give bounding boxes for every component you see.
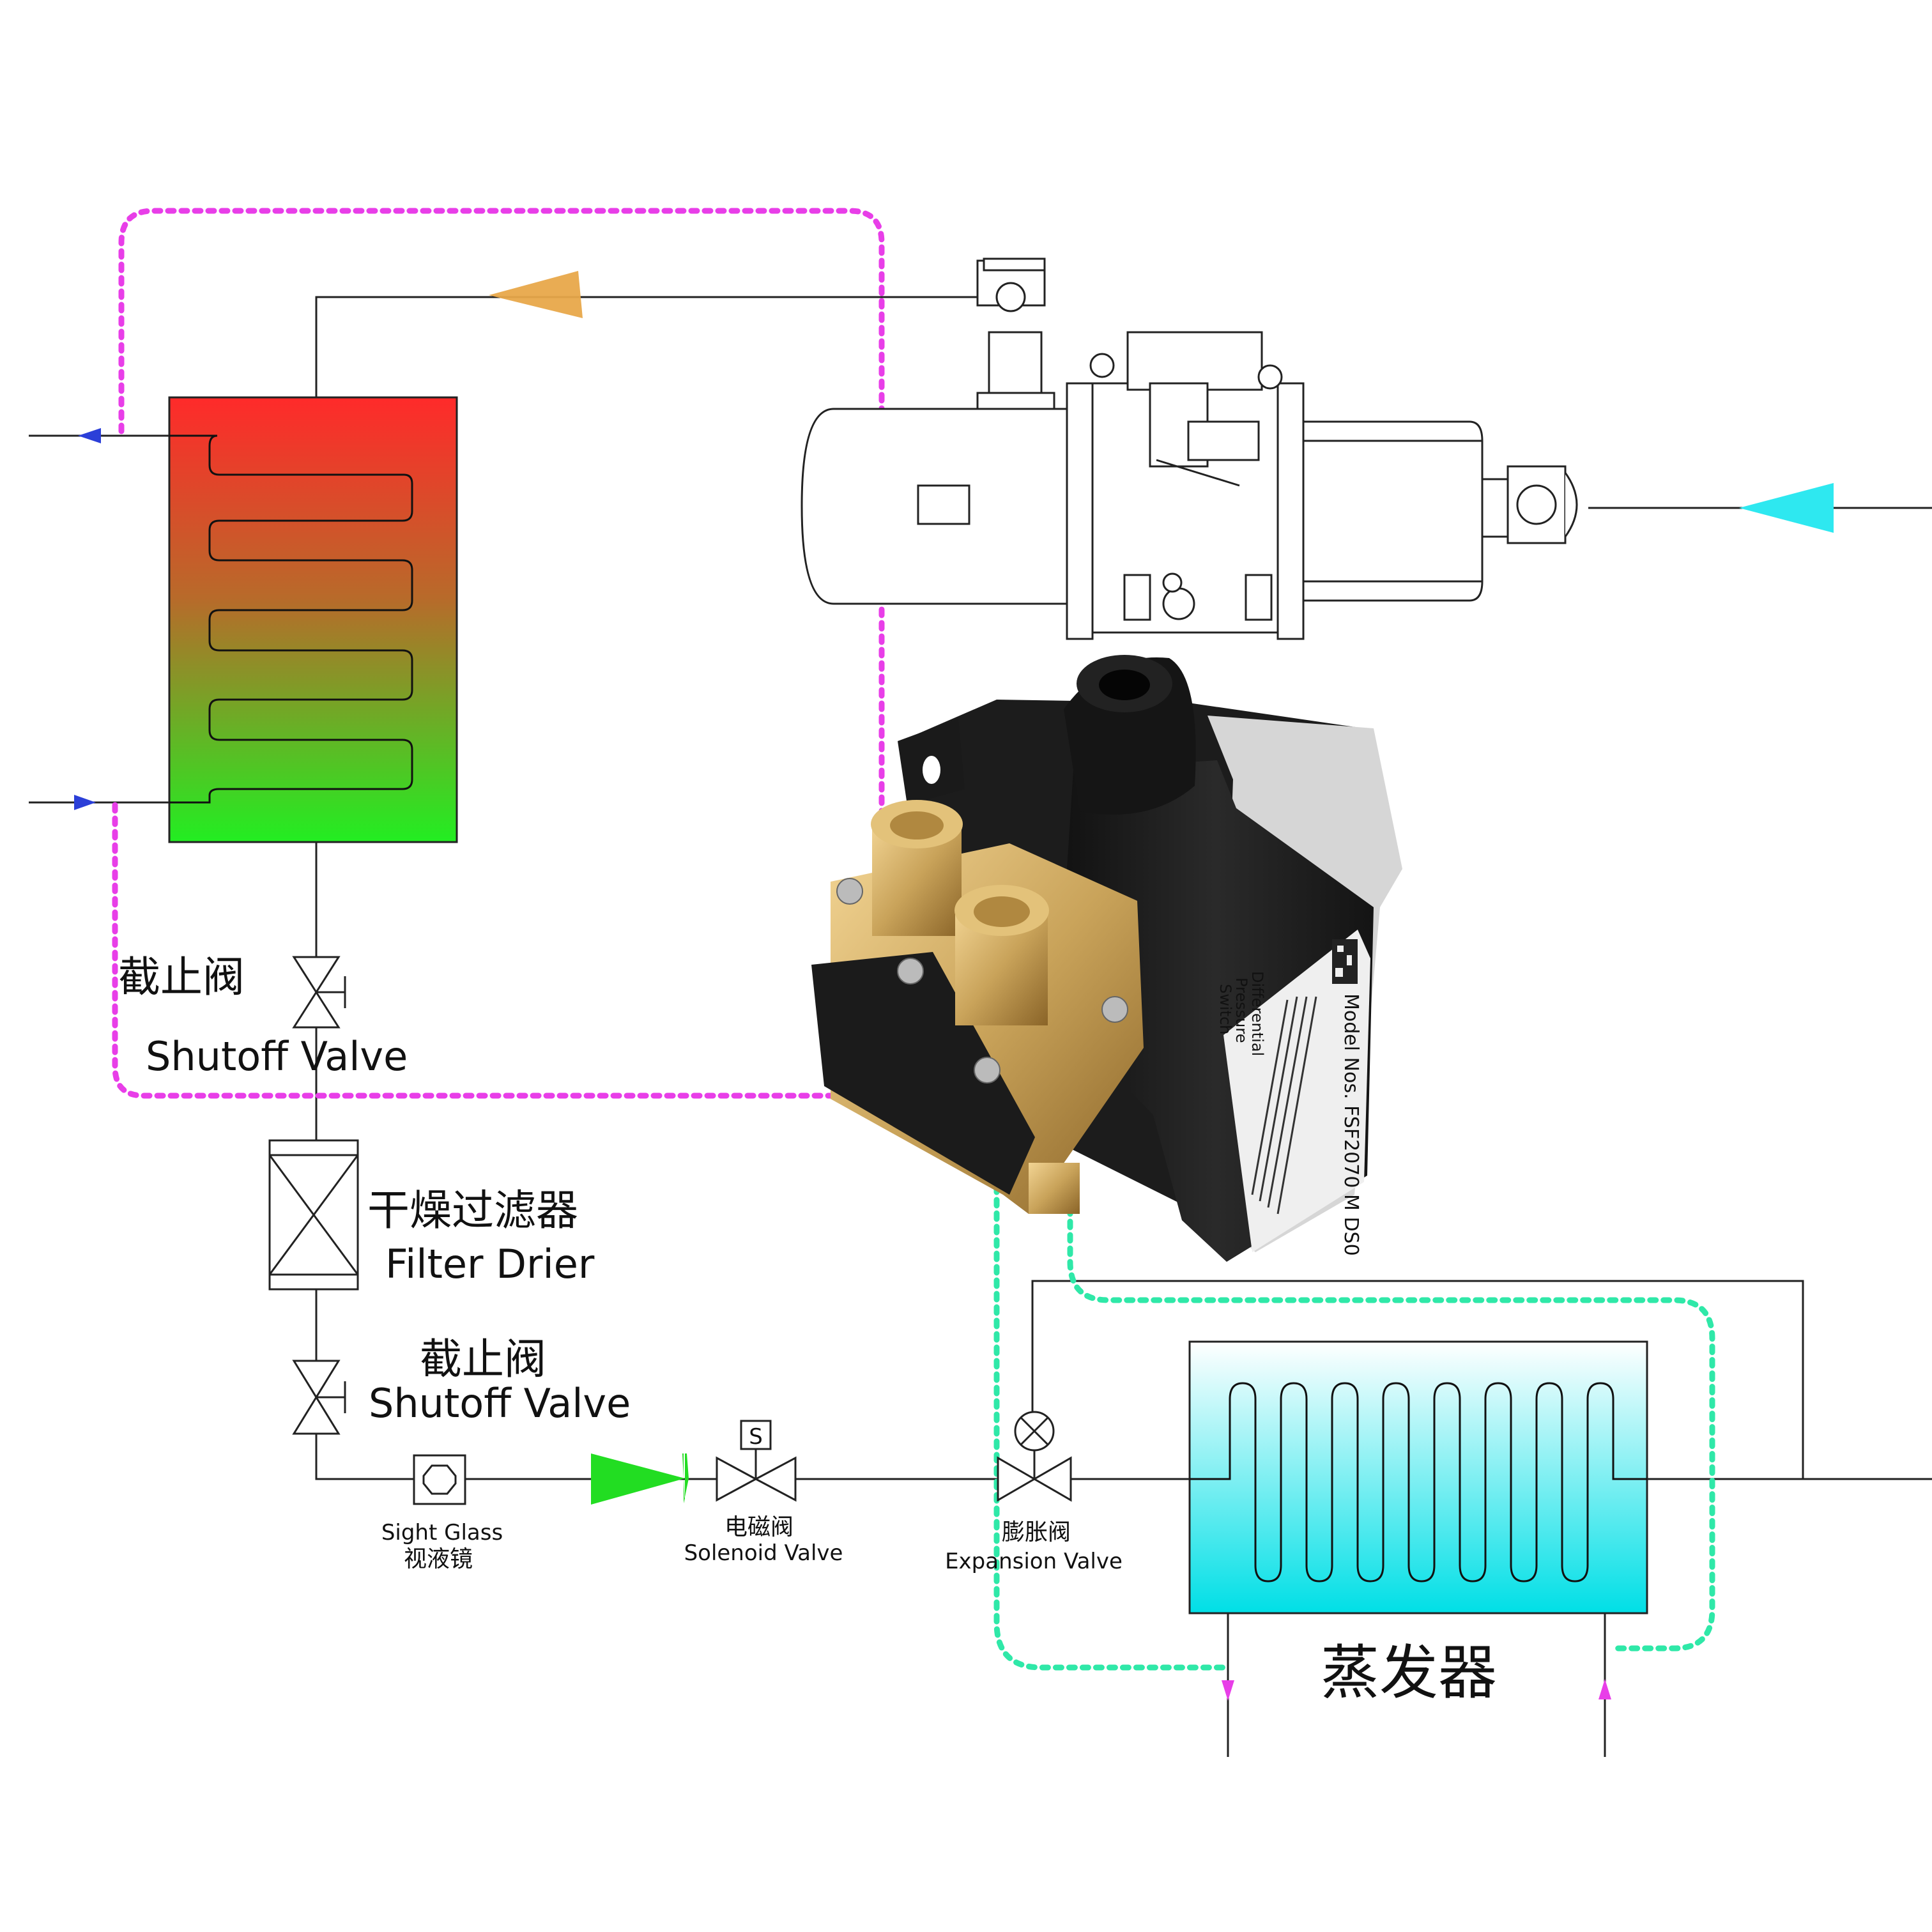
- device-side-text-2: Pressure: [1232, 977, 1250, 1043]
- differential-pressure-switch-icon: [811, 655, 1402, 1262]
- filter-drier-en-label: Filter Drier: [385, 1241, 595, 1287]
- condenser-coil: [169, 434, 413, 804]
- solenoid-symbol: S: [749, 1424, 763, 1450]
- liquid-flow-arrow: [682, 1453, 689, 1503]
- shutoff-valve-1-en-label: Shutoff Valve: [146, 1033, 408, 1080]
- device-model-text: Model Nos. FSF2070 M DS0: [1340, 993, 1362, 1256]
- solenoid-valve: S: [716, 1420, 797, 1502]
- suction-flow-arrow: [1739, 483, 1834, 533]
- discharge-line: [315, 296, 1000, 397]
- solenoid-valve-en-label: Solenoid Valve: [684, 1540, 843, 1566]
- liquid-flow-arrow-main: [591, 1453, 685, 1505]
- shutoff-valve-2-en-label: Shutoff Valve: [369, 1380, 631, 1427]
- sight-glass-en-label: Sight Glass: [381, 1520, 503, 1545]
- qr-code-icon: [1332, 939, 1358, 984]
- expansion-equalizer-line: [1031, 1280, 1804, 1479]
- evaporator-cn-label: 蒸发器: [1321, 1639, 1497, 1707]
- expansion-valve-en-label: Expansion Valve: [945, 1549, 1123, 1574]
- evaporator-in-port-arrow: [1222, 1680, 1234, 1701]
- condenser-outlet-port-arrow: [78, 428, 101, 443]
- sight-glass-cn-label: 视液镜: [404, 1546, 473, 1572]
- evaporator-coil: [1190, 1382, 1647, 1583]
- solenoid-valve-cn-label: 电磁阀: [724, 1514, 793, 1540]
- discharge-flow-arrow: [489, 271, 583, 318]
- expansion-valve-cn-label: 膨胀阀: [1002, 1519, 1071, 1545]
- low-pressure-capillary-left: [993, 955, 1227, 1671]
- shutoff-valve-2-cn-label: 截止阀: [420, 1335, 546, 1384]
- evaporator-out-port-arrow: [1598, 1679, 1611, 1699]
- condenser: [168, 396, 458, 843]
- high-pressure-capillary-upper: [118, 208, 885, 834]
- shutoff-valve-1: [292, 956, 346, 1029]
- expansion-valve: [997, 1411, 1072, 1502]
- device-side-text-3: Switch: [1216, 984, 1234, 1034]
- high-pressure-capillary-lower: [112, 802, 872, 1099]
- filter-drier-cn-label: 干燥过滤器: [367, 1186, 578, 1235]
- screw-compressor-icon: [801, 257, 1578, 640]
- sight-glass: [413, 1454, 466, 1505]
- low-pressure-capillary-right: [1067, 1192, 1715, 1652]
- evaporator: [1188, 1340, 1648, 1614]
- filter-drier: [268, 1139, 359, 1291]
- device-side-text-1: Differential: [1248, 971, 1266, 1056]
- shutoff-valve-1-cn-label: 截止阀: [118, 953, 245, 1002]
- liquid-line-vertical: [315, 842, 414, 1480]
- shutoff-valve-2: [292, 1360, 346, 1435]
- condenser-inlet-port-arrow: [74, 795, 96, 810]
